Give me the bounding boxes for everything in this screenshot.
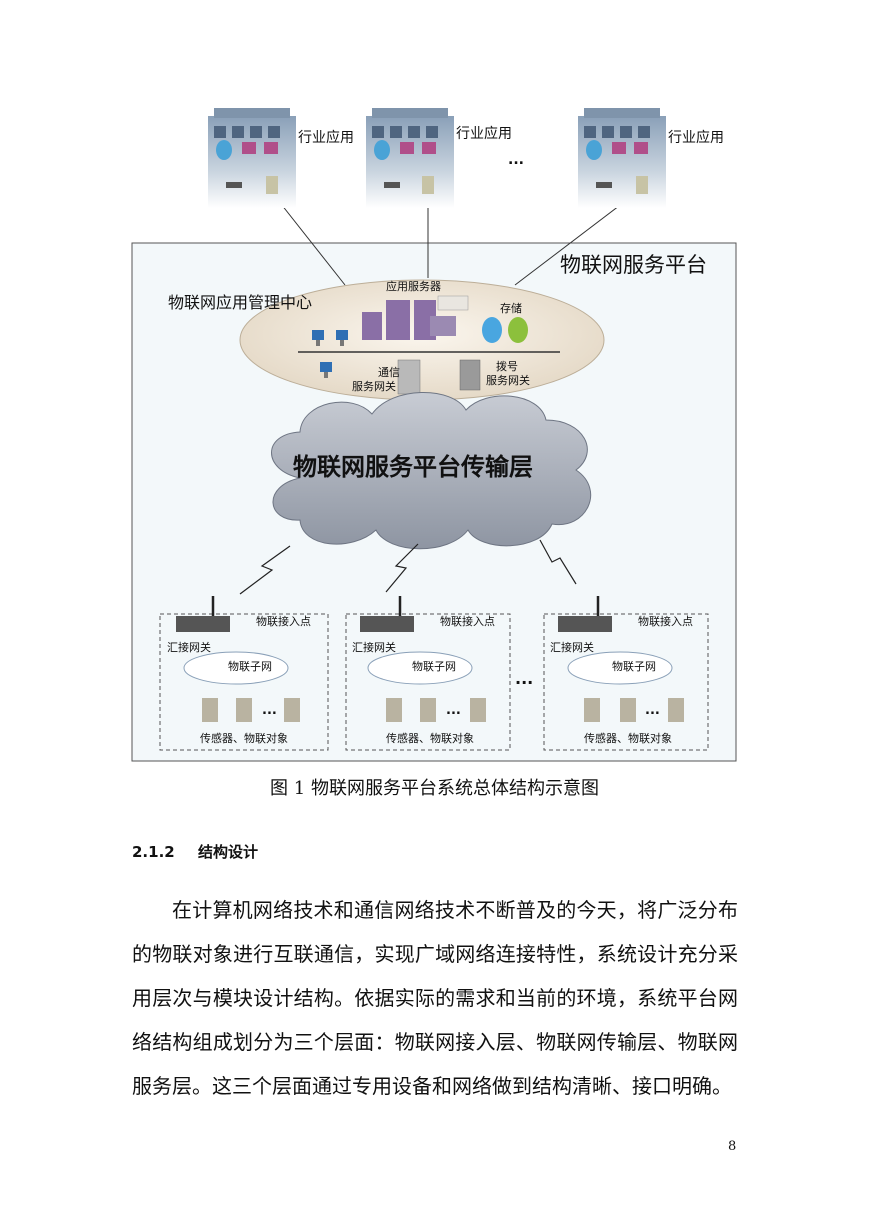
- section-heading: 2.1.2 结构设计: [132, 841, 258, 862]
- access-point-3: [543, 596, 709, 751]
- storage-icon: [482, 317, 528, 343]
- transport-layer-label: 物联网服务平台传输层: [293, 453, 533, 481]
- wireless-link-icon: [239, 539, 577, 595]
- app-label-2: 行业应用: [456, 125, 512, 142]
- ap1-subnet: 物联子网: [228, 659, 272, 673]
- ap2-title: 物联接入点: [440, 614, 495, 628]
- ap2-objects: 传感器、物联对象: [386, 731, 474, 745]
- ap3-title: 物联接入点: [638, 614, 693, 628]
- ap1-sensor-ellipsis: ...: [262, 703, 277, 718]
- ap2-sensor-ellipsis: ...: [446, 703, 461, 718]
- access-ellipsis: ...: [515, 669, 533, 688]
- app-label-1: 行业应用: [298, 129, 354, 146]
- platform-title: 物联网服务平台: [560, 253, 707, 277]
- app-label-3: 行业应用: [668, 129, 724, 146]
- dialup-gateway-label-1: 拨号: [496, 359, 518, 373]
- ap1-objects: 传感器、物联对象: [200, 731, 288, 745]
- ap3-objects: 传感器、物联对象: [584, 731, 672, 745]
- building-icon: [366, 108, 454, 208]
- figure-caption: 图 1 物联网服务平台系统总体结构示意图: [270, 778, 599, 799]
- page-number: 8: [728, 1139, 737, 1154]
- transport-cloud: [271, 392, 592, 550]
- management-center-label: 物联网应用管理中心: [168, 293, 312, 312]
- dialup-gateway-label-2: 服务网关: [486, 373, 530, 387]
- ap1-title: 物联接入点: [256, 614, 311, 628]
- access-point-2: [345, 596, 511, 751]
- section-number: 2.1.2: [132, 843, 175, 861]
- comm-gateway-label-2: 服务网关: [352, 379, 396, 393]
- body-paragraph-container: 在计算机网络技术和通信网络技术不断普及的今天，将广泛分布的物联对象进行互联通信，…: [132, 888, 738, 1108]
- ap3-gateway: 汇接网关: [550, 640, 594, 654]
- app-server-label: 应用服务器: [386, 279, 441, 293]
- app-ellipsis: ...: [508, 152, 524, 168]
- ap1-gateway: 汇接网关: [167, 640, 211, 654]
- comm-gateway-label-1: 通信: [378, 366, 400, 379]
- ap2-subnet: 物联子网: [412, 659, 456, 673]
- access-point-1: [159, 596, 329, 751]
- building-icon: [578, 108, 666, 208]
- section-title: 结构设计: [198, 843, 259, 861]
- storage-label: 存储: [500, 301, 522, 315]
- ap3-subnet: 物联子网: [612, 659, 656, 673]
- body-paragraph: 在计算机网络技术和通信网络技术不断普及的今天，将广泛分布的物联对象进行互联通信，…: [132, 898, 738, 1098]
- gateway-icon: [397, 359, 481, 395]
- architecture-diagram: 物联网服务平台 行业应用 行业应用 ...: [131, 108, 737, 762]
- ap3-sensor-ellipsis: ...: [645, 703, 660, 718]
- building-icon: [208, 108, 296, 208]
- computer-icon: [312, 330, 348, 378]
- server-icon: [362, 295, 469, 340]
- ap2-gateway: 汇接网关: [352, 640, 396, 654]
